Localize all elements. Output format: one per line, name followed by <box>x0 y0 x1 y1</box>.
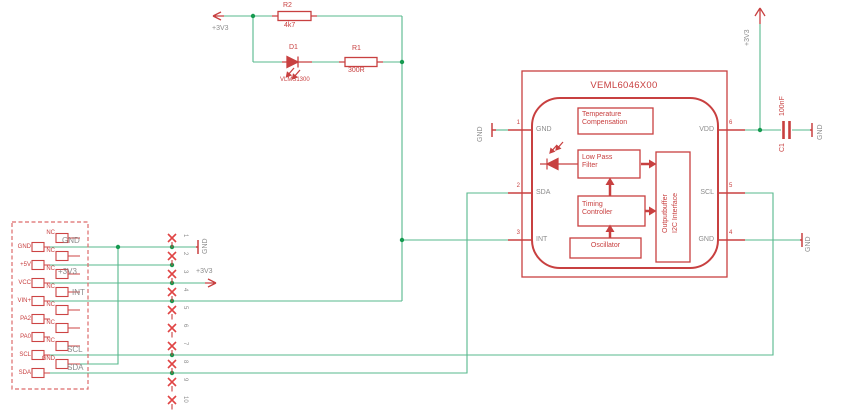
connector-pin-nc-2: NC <box>46 248 55 254</box>
connector-right-stubs <box>68 237 80 365</box>
connector-pin-nc-7: NC <box>46 338 55 344</box>
header-pin-number-9: 9 <box>182 378 188 382</box>
ic-pin-name-gnd4: GND <box>698 236 714 243</box>
supply-arrow-3v3-top-left <box>212 11 224 21</box>
ic-pin-number-5: 5 <box>729 183 733 189</box>
header-pin-number-10: 10 <box>182 396 188 403</box>
r1-value-label: 300R <box>348 67 365 74</box>
gnd-label-header: GND <box>202 238 209 254</box>
block-low-pass-filter: Low Pass Filter <box>582 154 612 169</box>
r2-ref-label: R2 <box>283 2 292 9</box>
connector-pin-pa2: PA2 <box>20 316 31 322</box>
header-pin-number-5: 5 <box>182 306 188 310</box>
ic-veml6046x00 <box>508 70 745 278</box>
ic-pin-name-vdd: VDD <box>699 126 714 133</box>
connector-pin-nc-3: NC <box>46 266 55 272</box>
connector-pin-nc-1: NC <box>46 230 55 236</box>
ic-pin-name-scl: SCL <box>700 189 714 196</box>
ic-pin-stubs <box>508 129 745 241</box>
net-label-sda: SDA <box>67 363 84 372</box>
gnd-label-c1: GND <box>817 124 824 140</box>
supply-arrow-3v3-mid <box>205 278 217 288</box>
block-temp-line1: Temperature <box>582 111 622 118</box>
resistor-r1 <box>339 56 383 68</box>
ic-pin-name-sda: SDA <box>536 189 551 196</box>
connector-pin-vcc: VCC <box>18 280 31 286</box>
no-connect-x-icons <box>167 233 177 405</box>
net-label-3v3-topleft: +3V3 <box>212 25 229 32</box>
net-label-3v3-mid: +3V3 <box>196 268 213 275</box>
c1-ref-label: C1 <box>779 143 786 152</box>
block-timing-controller: Timing Controller <box>582 201 612 216</box>
block-lpf-line1: Low Pass <box>582 154 613 161</box>
header-pin-number-4: 4 <box>182 288 188 292</box>
header-pin-number-3: 3 <box>182 270 188 274</box>
net-label-3v3-topright: +3V3 <box>744 29 751 46</box>
ic-pin-number-1: 1 <box>516 120 520 126</box>
block-tc-line2: Controller <box>582 208 613 216</box>
connector-pin-gnd2: GND <box>41 356 55 362</box>
connector-pin-vin: VIN+ <box>17 298 31 304</box>
net-wires <box>44 15 810 374</box>
ic-pin-number-2: 2 <box>516 183 520 189</box>
connector-pin-nc-6: NC <box>46 320 55 326</box>
connector-pin-nc-5: NC <box>46 302 55 308</box>
ic-pin-number-4: 4 <box>729 230 733 236</box>
d1-ref-label: D1 <box>289 44 298 51</box>
block-temp-line2: Compensation <box>582 118 628 126</box>
header-pin-number-7: 7 <box>182 342 188 346</box>
block-outputbuffer-line1: Outputbuffer <box>662 194 669 233</box>
ic-pin-number-3: 3 <box>516 230 520 236</box>
net-label-int: INT <box>72 288 85 297</box>
connector-right-boxes <box>55 232 69 370</box>
supply-arrow-3v3-top-right <box>754 7 766 24</box>
ic-internal-arrows <box>605 159 657 238</box>
ic-function-blocks <box>569 107 691 263</box>
r2-value-label: 4k7 <box>284 22 296 29</box>
ic-pin-name-gnd1: GND <box>536 126 552 133</box>
connector-pin-gnd: GND <box>17 244 31 250</box>
ic-pin-number-6: 6 <box>729 120 733 126</box>
ground-symbols <box>196 123 813 254</box>
connector-pin-sda: SDA <box>18 370 31 376</box>
gnd-label-pin4: GND <box>805 236 812 252</box>
block-tc-line1: Timing <box>582 201 603 208</box>
gnd-label-pin1: GND <box>477 126 484 142</box>
header-pin-number-1: 1 <box>182 234 188 238</box>
ic-title: VEML6046X00 <box>590 80 658 91</box>
connector-pin-scl: SCL <box>19 352 31 358</box>
header-pin-number-8: 8 <box>182 360 188 364</box>
net-label-gnd: GND <box>62 236 80 245</box>
module-connector <box>11 221 89 390</box>
connector-left-boxes <box>31 241 45 379</box>
block-oscillator: Oscillator <box>590 242 621 249</box>
resistor-r2 <box>272 10 317 22</box>
block-lpf-line2: Filter <box>582 161 598 169</box>
block-outputbuffer-line2: I2C Interface <box>672 192 679 233</box>
ic-pin-name-int: INT <box>536 236 548 243</box>
header-pin-number-2: 2 <box>182 252 188 256</box>
led-d1 <box>282 55 312 80</box>
photodiode-icon <box>540 141 578 171</box>
r1-ref-label: R1 <box>352 45 361 52</box>
d1-value-label: VLMS1300 <box>280 77 310 83</box>
net-label-scl: SCL <box>67 345 83 354</box>
connector-pin-pa0: PA0 <box>20 334 31 340</box>
connector-pin-nc-4: NC <box>46 284 55 290</box>
net-label-3v3: +3V3 <box>58 267 77 276</box>
block-temperature-compensation: Temperature Compensation <box>582 111 627 126</box>
c1-value-label: 100nF <box>779 96 786 116</box>
connector-left-stubs <box>44 246 50 374</box>
header-pin-number-6: 6 <box>182 324 188 328</box>
header-pins <box>167 233 177 410</box>
capacitor-c1 <box>782 121 791 139</box>
connector-pin-5v: +5V <box>20 262 31 268</box>
